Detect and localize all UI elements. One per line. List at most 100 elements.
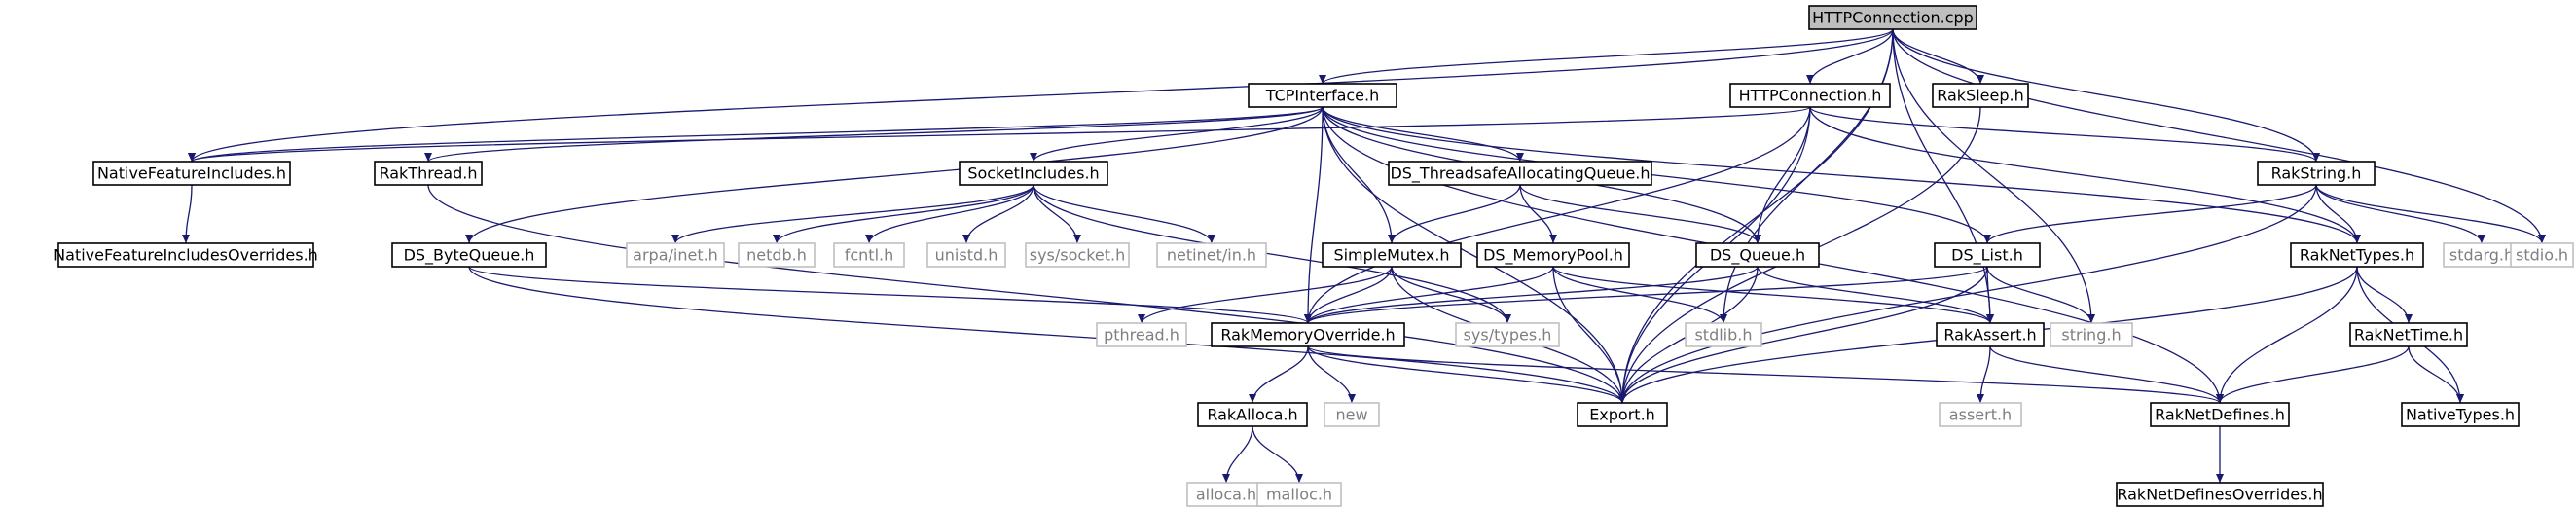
node-label: RakMemoryOverride.h — [1220, 326, 1395, 345]
node-box — [1685, 322, 1762, 347]
edge-tcp-to-rmo — [1304, 106, 1324, 324]
edge-dslist-to-string — [1986, 266, 2095, 324]
node-box — [1939, 402, 2022, 427]
node-box — [2401, 402, 2520, 427]
node-rakmemoryoverride-h[interactable]: RakMemoryOverride.h — [1211, 322, 1405, 347]
node-ds-list-h[interactable]: DS_List.h — [1934, 242, 2041, 268]
node-rakalloca-h[interactable]: RakAlloca.h — [1197, 402, 1308, 427]
edge-root-to-httph — [1806, 28, 1894, 85]
node-box — [1025, 242, 1130, 268]
edge-sockinc-to-syssocket — [1033, 184, 1081, 244]
node-raknettypes-h[interactable]: RakNetTypes.h — [2290, 242, 2424, 268]
node-raknetdefinesoverrides-h[interactable]: RakNetDefinesOverrides.h — [2116, 482, 2324, 507]
node-rakassert-h[interactable]: RakAssert.h — [1936, 322, 2045, 347]
node-ds-threadsafeallocatingqueue-h[interactable]: DS_ThreadsafeAllocatingQueue.h — [1388, 161, 1652, 186]
edge-sockinc-to-unistd — [962, 184, 1034, 244]
node-simplemutex-h[interactable]: SimpleMutex.h — [1322, 242, 1462, 268]
edge-sockinc-to-netdb — [773, 184, 1034, 244]
edge-dstsaq-to-dsq — [1519, 184, 1761, 244]
edge-rakalloca-to-alloca — [1222, 425, 1253, 484]
node-box — [1932, 83, 2029, 108]
edge-dsbq-to-export — [468, 266, 1626, 404]
node-label: malloc.h — [1266, 486, 1332, 504]
edge-dsmp-to-export — [1552, 266, 1626, 404]
node-raksleep-h[interactable]: RakSleep.h — [1932, 83, 2029, 108]
edge-rmo-to-rnd — [1307, 345, 2224, 404]
edge-rakassert-to-assert — [1977, 345, 1991, 404]
edge-sockinc-to-arpa — [671, 184, 1034, 244]
node-box — [1934, 242, 2041, 268]
node-box — [1256, 482, 1342, 507]
node-label: RakNetTypes.h — [2300, 246, 2414, 265]
node-box — [391, 242, 547, 268]
node-box — [1695, 242, 1820, 268]
node-fcntl-h: fcntl.h — [833, 242, 905, 268]
edge-rakassert-to-rnd — [1989, 345, 2224, 404]
edge-smutex-to-rmo — [1304, 266, 1393, 324]
node-tcpinterface-h[interactable]: TCPInterface.h — [1248, 83, 1397, 108]
node-netdb-h: netdb.h — [738, 242, 816, 268]
node-box — [1476, 242, 1630, 268]
node-label: HTTPConnection.cpp — [1812, 9, 1974, 27]
node-box — [2349, 322, 2468, 347]
edge-sockinc-to-systypes — [1033, 184, 1511, 324]
node-box — [2510, 242, 2574, 268]
node-httpconnection-cpp[interactable]: HTTPConnection.cpp — [1808, 5, 1977, 30]
node-box — [1936, 322, 2045, 347]
edge-rnt-to-rnd — [2216, 266, 2358, 404]
node-label: stdio.h — [2516, 246, 2568, 265]
node-box — [2290, 242, 2424, 268]
edge-tcp-to-rakthread — [424, 106, 1324, 163]
node-label: RakAssert.h — [1943, 326, 2036, 345]
node-label: sys/types.h — [1464, 326, 1552, 345]
node-rakstring-h[interactable]: RakString.h — [2257, 161, 2376, 186]
node-netinet-in-h: netinet/in.h — [1156, 242, 1267, 268]
node-sys-types-h: sys/types.h — [1455, 322, 1560, 347]
node-label: pthread.h — [1104, 326, 1179, 345]
edge-rmo-to-rakalloca — [1249, 345, 1309, 404]
node-export-h[interactable]: Export.h — [1577, 402, 1668, 427]
edge-root-to-nfi — [188, 28, 1894, 163]
node-ds-memorypool-h[interactable]: DS_MemoryPool.h — [1476, 242, 1630, 268]
node-box — [1808, 5, 1977, 30]
node-label: NativeFeatureIncludesOverrides.h — [54, 246, 318, 265]
node-box — [2443, 242, 2521, 268]
node-nativefeatureincludes-h[interactable]: NativeFeatureIncludes.h — [92, 161, 291, 186]
node-new: new — [1324, 402, 1380, 427]
node-label: SocketIncludes.h — [967, 164, 1099, 183]
node-box — [2257, 161, 2376, 186]
node-raknettime-h[interactable]: RakNetTime.h — [2349, 322, 2468, 347]
node-box — [2150, 402, 2290, 427]
node-label: new — [1335, 406, 1367, 424]
node-rakthread-h[interactable]: RakThread.h — [374, 161, 483, 186]
node-label: DS_Queue.h — [1710, 246, 1805, 266]
edge-sockinc-to-fcntl — [865, 184, 1034, 244]
node-label: NativeTypes.h — [2406, 406, 2515, 424]
node-raknetdefines-h[interactable]: RakNetDefines.h — [2150, 402, 2290, 427]
edge-dslist-to-rakassert — [1985, 266, 1994, 324]
node-ds-queue-h[interactable]: DS_Queue.h — [1695, 242, 1820, 268]
node-unistd-h: unistd.h — [926, 242, 1006, 268]
node-box — [1322, 242, 1462, 268]
node-label: Export.h — [1589, 406, 1655, 424]
node-nativefeatureincludesoverrides-h[interactable]: NativeFeatureIncludesOverrides.h — [54, 242, 318, 268]
node-httpconnection-h[interactable]: HTTPConnection.h — [1729, 83, 1891, 108]
edge-dsmp-to-rmo — [1304, 266, 1554, 324]
node-box — [374, 161, 483, 186]
node-box — [1186, 482, 1266, 507]
edge-dslist-to-rmo — [1304, 266, 1988, 324]
edge-rnettime-to-rnd — [2216, 345, 2410, 404]
edge-root-to-rakstring — [1892, 28, 2320, 163]
node-label: alloca.h — [1196, 486, 1256, 504]
node-box — [1211, 322, 1405, 347]
node-nativetypes-h[interactable]: NativeTypes.h — [2401, 402, 2520, 427]
node-ds-bytequeue-h[interactable]: DS_ByteQueue.h — [391, 242, 547, 268]
node-label: RakNetDefines.h — [2155, 406, 2285, 424]
node-box — [1455, 322, 1560, 347]
node-socketincludes-h[interactable]: SocketIncludes.h — [959, 161, 1108, 186]
edge-dstsaq-to-dsmp — [1519, 184, 1557, 244]
node-box — [57, 242, 314, 268]
edge-smutex-to-pthread — [1138, 266, 1393, 324]
